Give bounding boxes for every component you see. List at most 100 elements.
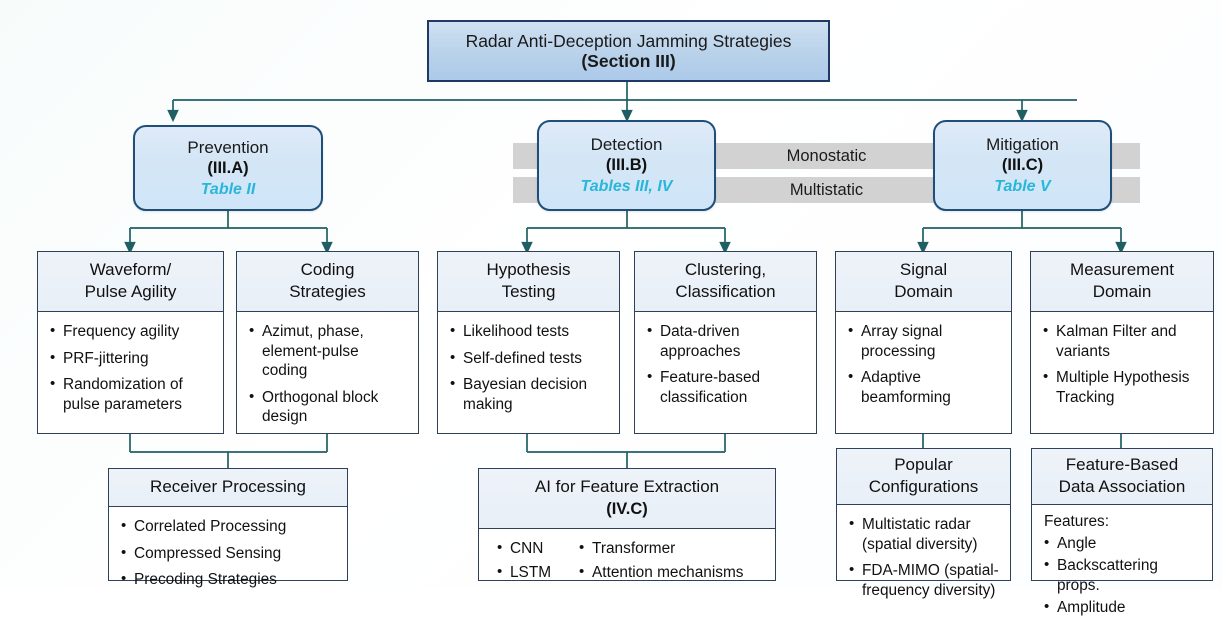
card-hypothesis-header: Hypothesis Testing (438, 252, 619, 312)
branch-prevention-table: Table II (200, 180, 256, 198)
list-item: Precoding Strategies (121, 569, 337, 590)
card-signal-header-line2: Domain (894, 282, 953, 301)
card-clustering-header-line2: Classification (675, 282, 776, 301)
root-section: (Section III) (581, 50, 676, 71)
list-item: Attention mechanisms (579, 562, 743, 583)
card-coding-strategies[interactable]: Coding Strategies Azimut, phase, element… (236, 251, 419, 434)
card-ai-list-col1: CNN LSTM (497, 538, 551, 586)
list-item: Adaptive beamforming (848, 367, 1001, 407)
card-measurement-header: Measurement Domain (1031, 252, 1213, 312)
card-feature-based-data-association[interactable]: Feature-Based Data Association Features:… (1031, 448, 1213, 616)
card-clustering-classification[interactable]: Clustering, Classification Data-driven a… (634, 251, 817, 434)
card-signal-header-line1: Signal (899, 260, 948, 279)
card-ai-header: AI for Feature Extraction (IV.C) (479, 469, 775, 529)
card-ai-body: CNN LSTM Transformer Attention mechanism… (479, 529, 775, 594)
card-ai-section: (IV.C) (606, 500, 648, 518)
list-item: Self-defined tests (450, 348, 609, 369)
card-receiver-header-line1: Receiver Processing (150, 477, 306, 496)
card-receiver-processing[interactable]: Receiver Processing Correlated Processin… (108, 468, 348, 588)
diagram-canvas: Monostatic Multistatic Radar Anti-Decept… (0, 0, 1222, 589)
card-feature-body: Features: Angle Backscattering props. Am… (1032, 505, 1212, 629)
card-waveform-header-line2: Pulse Agility (84, 282, 177, 301)
list-item: FDA-MIMO (spatial-frequency diversity) (849, 560, 1000, 600)
card-popular-configurations[interactable]: Popular Configurations Multistatic radar… (836, 448, 1011, 599)
card-popular-header: Popular Configurations (837, 449, 1010, 505)
list-item: Azimut, phase, element-pulse coding (249, 321, 408, 381)
card-signal-header: Signal Domain (836, 252, 1011, 312)
branch-detection-table: Tables III, IV (580, 178, 673, 195)
card-ai-list-col2: Transformer Attention mechanisms (579, 538, 743, 586)
card-waveform-header-line1: Waveform/ (89, 260, 172, 279)
list-item: Correlated Processing (121, 516, 337, 537)
branch-prevention-title: Prevention (187, 137, 269, 157)
card-hypothesis-testing[interactable]: Hypothesis Testing Likelihood tests Self… (437, 251, 620, 434)
card-hypothesis-list: Likelihood tests Self-defined tests Baye… (450, 321, 609, 414)
card-coding-header-line1: Coding (300, 260, 355, 279)
card-waveform-body: Frequency agility PRF-jittering Randomiz… (38, 312, 223, 433)
card-waveform-header: Waveform/ Pulse Agility (38, 252, 223, 312)
card-measurement-header-line1: Measurement (1070, 260, 1174, 279)
root-title: Radar Anti-Deception Jamming Strategies (465, 30, 792, 51)
branch-mitigation[interactable]: Mitigation (III.C) Table V (933, 120, 1112, 211)
list-item: Amplitude (1044, 597, 1202, 618)
branch-detection-title: Detection (590, 135, 663, 154)
card-measurement-domain[interactable]: Measurement Domain Kalman Filter and var… (1030, 251, 1214, 434)
card-popular-list: Multistatic radar (spatial diversity) FD… (849, 514, 1000, 600)
card-popular-header-line2: Configurations (868, 477, 979, 496)
card-receiver-list: Correlated Processing Compressed Sensing… (121, 516, 337, 590)
list-item: Data-driven approaches (647, 321, 806, 361)
card-measurement-body: Kalman Filter and variants Multiple Hypo… (1031, 312, 1213, 433)
branch-prevention-section: (III.A) (207, 158, 249, 177)
list-item: CNN (497, 538, 551, 559)
list-item: Likelihood tests (450, 321, 609, 342)
rail-multistatic-label: Multistatic (789, 180, 864, 199)
branch-mitigation-table: Table V (994, 178, 1051, 195)
list-item: Bayesian decision making (450, 374, 609, 414)
list-item: Backscattering props. (1044, 555, 1202, 595)
card-feature-header-line1: Feature-Based (1065, 455, 1179, 474)
branch-mitigation-section: (III.C) (1001, 156, 1044, 174)
card-hypothesis-body: Likelihood tests Self-defined tests Baye… (438, 312, 619, 433)
list-item: Multiple Hypothesis Tracking (1043, 367, 1203, 407)
rail-monostatic-label: Monostatic (786, 146, 867, 165)
card-coding-header: Coding Strategies (237, 252, 418, 312)
card-coding-header-line2: Strategies (289, 282, 366, 301)
card-hypothesis-header-line1: Hypothesis (486, 260, 571, 279)
card-measurement-header-line2: Domain (1092, 282, 1152, 301)
card-clustering-body: Data-driven approaches Feature-based cla… (635, 312, 816, 433)
branch-prevention[interactable]: Prevention (III.A) Table II (133, 125, 323, 211)
list-item: Multistatic radar (spatial diversity) (849, 514, 1000, 554)
branch-mitigation-title: Mitigation (986, 135, 1059, 154)
card-waveform-list: Frequency agility PRF-jittering Randomiz… (50, 321, 213, 414)
branch-detection-section: (III.B) (605, 156, 648, 174)
card-receiver-header: Receiver Processing (109, 469, 347, 507)
list-item: PRF-jittering (50, 348, 213, 369)
card-feature-header-line2: Data Association (1058, 477, 1186, 496)
card-receiver-body: Correlated Processing Compressed Sensing… (109, 507, 347, 605)
list-item: LSTM (497, 562, 551, 583)
card-coding-body: Azimut, phase, element-pulse coding Orth… (237, 312, 418, 442)
card-ai-feature-extraction[interactable]: AI for Feature Extraction (IV.C) CNN LST… (478, 468, 776, 581)
card-waveform-pulse-agility[interactable]: Waveform/ Pulse Agility Frequency agilit… (37, 251, 224, 434)
list-item: Compressed Sensing (121, 543, 337, 564)
card-clustering-header-line1: Clustering, (684, 260, 767, 279)
card-coding-list: Azimut, phase, element-pulse coding Orth… (249, 321, 408, 427)
list-item: Array signal processing (848, 321, 1001, 361)
branch-detection[interactable]: Detection (III.B) Tables III, IV (537, 120, 716, 211)
list-item: Feature-based classification (647, 367, 806, 407)
list-item: Frequency agility (50, 321, 213, 342)
card-feature-list: Features: Angle Backscattering props. Am… (1044, 512, 1202, 618)
list-item: Transformer (579, 538, 743, 559)
card-popular-body: Multistatic radar (spatial diversity) FD… (837, 505, 1010, 615)
card-popular-header-line1: Popular (894, 455, 953, 474)
list-item: Angle (1044, 533, 1202, 554)
card-hypothesis-header-line2: Testing (501, 282, 556, 301)
list-item: Orthogonal block design (249, 387, 408, 427)
card-feature-header: Feature-Based Data Association (1032, 449, 1212, 505)
card-feature-lead: Features: (1044, 513, 1110, 530)
card-signal-domain[interactable]: Signal Domain Array signal processing Ad… (835, 251, 1012, 434)
card-signal-list: Array signal processing Adaptive beamfor… (848, 321, 1001, 407)
list-item: Randomization of pulse parameters (50, 374, 213, 414)
card-signal-body: Array signal processing Adaptive beamfor… (836, 312, 1011, 433)
root-node[interactable]: Radar Anti-Deception Jamming Strategies … (427, 20, 830, 82)
